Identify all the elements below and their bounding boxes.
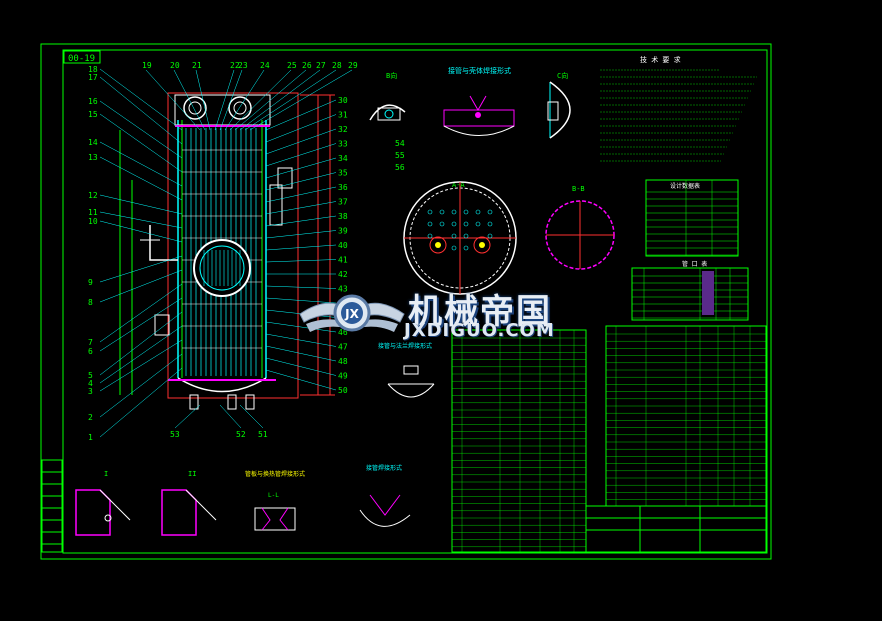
drawing-number-box — [63, 50, 101, 64]
balloon-22: 22 — [230, 61, 240, 70]
balloon-37: 37 — [338, 198, 348, 207]
svg-text:接管与法兰焊接形式: 接管与法兰焊接形式 — [378, 342, 432, 350]
bottom-details: I II 管板与换热管焊接形式 L-L 接管焊接形式 — [75, 464, 411, 536]
balloon-47: 47 — [338, 343, 348, 352]
balloon-7: 7 — [88, 338, 93, 347]
watermark-en: JXDIGUO.COM — [404, 320, 555, 341]
inner-border — [62, 49, 768, 554]
svg-text:56: 56 — [395, 163, 405, 172]
balloon-29: 29 — [348, 61, 358, 70]
balloon-36: 36 — [338, 183, 348, 192]
balloon-13: 13 — [88, 153, 98, 162]
detail-view-c: C向 — [547, 71, 571, 139]
balloon-2: 2 — [88, 413, 93, 422]
balloon-31: 31 — [338, 111, 348, 120]
balloon-39: 39 — [338, 227, 348, 236]
balloon-34: 34 — [338, 154, 348, 163]
balloon-27: 27 — [316, 61, 326, 70]
watermark-logo-icon: JX — [299, 294, 405, 332]
title-block — [585, 505, 767, 553]
section-view-b: B-B — [545, 185, 615, 270]
balloon-41: 41 — [338, 256, 348, 265]
balloon-10: 10 — [88, 217, 98, 226]
tech-requirements: 技 术 要 求 — [600, 55, 757, 162]
drawing-number: 00-19 — [68, 54, 95, 64]
svg-text:C向: C向 — [557, 71, 568, 80]
balloon-40: 40 — [338, 241, 348, 250]
section-view-a: A-A — [403, 181, 517, 295]
balloon-35: 35 — [338, 169, 348, 178]
svg-text:技 术 要 求: 技 术 要 求 — [640, 55, 681, 64]
svg-text:接管与壳体焊接形式: 接管与壳体焊接形式 — [448, 66, 511, 75]
balloon-33: 33 — [338, 140, 348, 149]
svg-text:54: 54 — [395, 139, 405, 148]
svg-text:JX: JX — [344, 307, 359, 321]
balloon-9: 9 — [88, 278, 93, 287]
balloon-12: 12 — [88, 191, 98, 200]
balloon-8: 8 — [88, 298, 93, 307]
svg-text:接管焊接形式: 接管焊接形式 — [366, 464, 402, 472]
svg-text:I: I — [104, 470, 108, 478]
svg-text:55: 55 — [395, 151, 405, 160]
vessel-main-view — [119, 92, 335, 410]
balloon-14: 14 — [88, 138, 98, 147]
balloon-5: 5 — [88, 371, 93, 380]
svg-text:管板与换热管焊接形式: 管板与换热管焊接形式 — [245, 470, 305, 478]
svg-text:管 口 表: 管 口 表 — [682, 260, 707, 268]
balloon-52: 52 — [236, 430, 246, 439]
svg-text:II: II — [188, 470, 196, 478]
balloon-21: 21 — [192, 61, 202, 70]
detail-view-b: B向 — [369, 71, 406, 121]
balloon-3: 3 — [88, 387, 93, 396]
balloon-43: 43 — [338, 285, 348, 294]
balloon-15: 15 — [88, 110, 98, 119]
balloon-18: 18 — [88, 65, 98, 74]
balloon-23: 23 — [238, 61, 248, 70]
svg-text:A-A: A-A — [452, 181, 465, 189]
detail-view-nozzle: 接管与法兰焊接形式 — [378, 342, 435, 398]
balloon-11: 11 — [88, 208, 98, 217]
balloon-25: 25 — [287, 61, 297, 70]
svg-text:设计数据表: 设计数据表 — [670, 182, 700, 190]
leader-lines — [99, 68, 353, 438]
balloon-17: 17 — [88, 73, 98, 82]
revision-block — [41, 459, 63, 553]
watermark: JX 机械帝国 JXDIGUO.COM — [296, 278, 596, 348]
balloon-42: 42 — [338, 270, 348, 279]
balloon-53: 53 — [170, 430, 180, 439]
svg-text:B-B: B-B — [572, 185, 585, 193]
nozzle-table: 管 口 表 — [631, 260, 749, 321]
balloon-48: 48 — [338, 357, 348, 366]
balloon-6: 6 — [88, 347, 93, 356]
balloon-28: 28 — [332, 61, 342, 70]
parts-list — [451, 325, 767, 553]
design-data-table: 设计数据表 — [645, 179, 739, 257]
balloon-51: 51 — [258, 430, 268, 439]
balloon-38: 38 — [338, 212, 348, 221]
watermark-cn: 机械帝国 — [408, 292, 552, 332]
balloon-26: 26 — [302, 61, 312, 70]
balloon-49: 49 — [338, 372, 348, 381]
balloon-20: 20 — [170, 61, 180, 70]
svg-text:L-L: L-L — [268, 492, 279, 499]
balloon-24: 24 — [260, 61, 270, 70]
balloon-30: 30 — [338, 96, 348, 105]
svg-text:B向: B向 — [386, 71, 397, 80]
balloon-4: 4 — [88, 379, 93, 388]
outer-border — [40, 43, 772, 560]
balloon-32: 32 — [338, 125, 348, 134]
detail-view-weld: 接管与壳体焊接形式 — [443, 66, 515, 136]
balloon-19: 19 — [142, 61, 152, 70]
balloon-50: 50 — [338, 386, 348, 395]
balloon-1: 1 — [88, 433, 93, 442]
balloon-46: 46 — [338, 328, 348, 337]
balloon-16: 16 — [88, 97, 98, 106]
